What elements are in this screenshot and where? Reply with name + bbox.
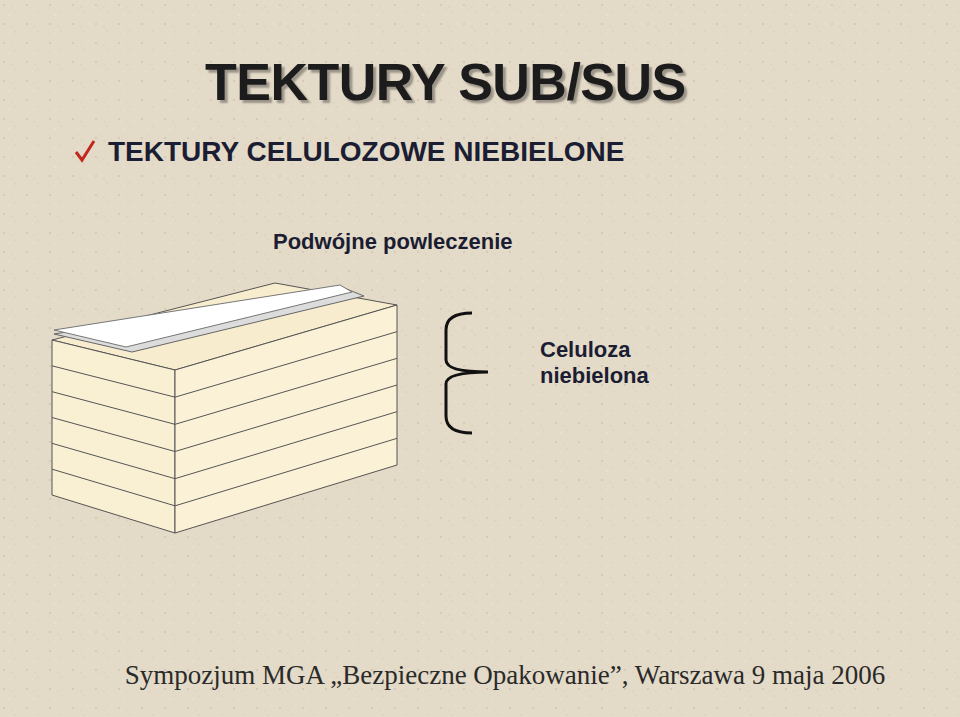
layer-line xyxy=(52,358,397,424)
slide-title: TEKTURY SUB/SUS xyxy=(205,52,686,112)
coating-label: Podwójne powleczenie xyxy=(273,229,513,255)
layer-line xyxy=(52,385,397,452)
layer-line xyxy=(52,438,397,506)
board-front xyxy=(175,305,397,533)
pulp-layers xyxy=(52,332,397,506)
bullet-text: TEKTURY CELULOZOWE NIEBIELONE xyxy=(108,136,624,168)
board-side xyxy=(52,340,175,533)
coating-upper xyxy=(54,285,352,347)
curly-brace xyxy=(446,313,488,433)
pulp-label: Celuloza niebielona xyxy=(540,337,670,389)
layer-line xyxy=(52,412,397,479)
check-mark xyxy=(76,141,94,160)
footer-text: Sympozjum MGA „Bezpieczne Opakowanie”, W… xyxy=(0,660,960,691)
